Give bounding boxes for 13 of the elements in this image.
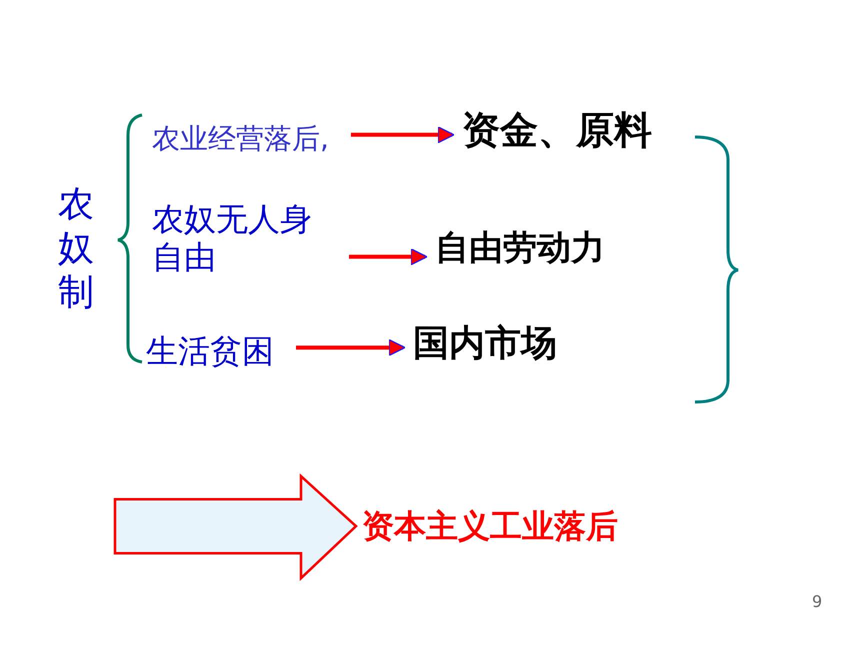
text-label: 农奴无人身自由	[152, 200, 327, 277]
text-label: 农业经营落后,	[152, 122, 329, 156]
page-number: 9	[812, 592, 822, 612]
text-label: 农奴制	[58, 183, 102, 315]
text-label: 自由劳动力	[435, 228, 605, 269]
arrow	[349, 248, 428, 266]
arrow	[350, 126, 455, 144]
text-label: 国内市场	[413, 322, 557, 366]
text-label: 资本主义工业落后	[362, 507, 618, 546]
text-label: 生活贫困	[146, 332, 274, 370]
arrow	[296, 339, 406, 356]
text-label: 资金、原料	[462, 108, 652, 154]
block-arrow	[114, 473, 358, 582]
